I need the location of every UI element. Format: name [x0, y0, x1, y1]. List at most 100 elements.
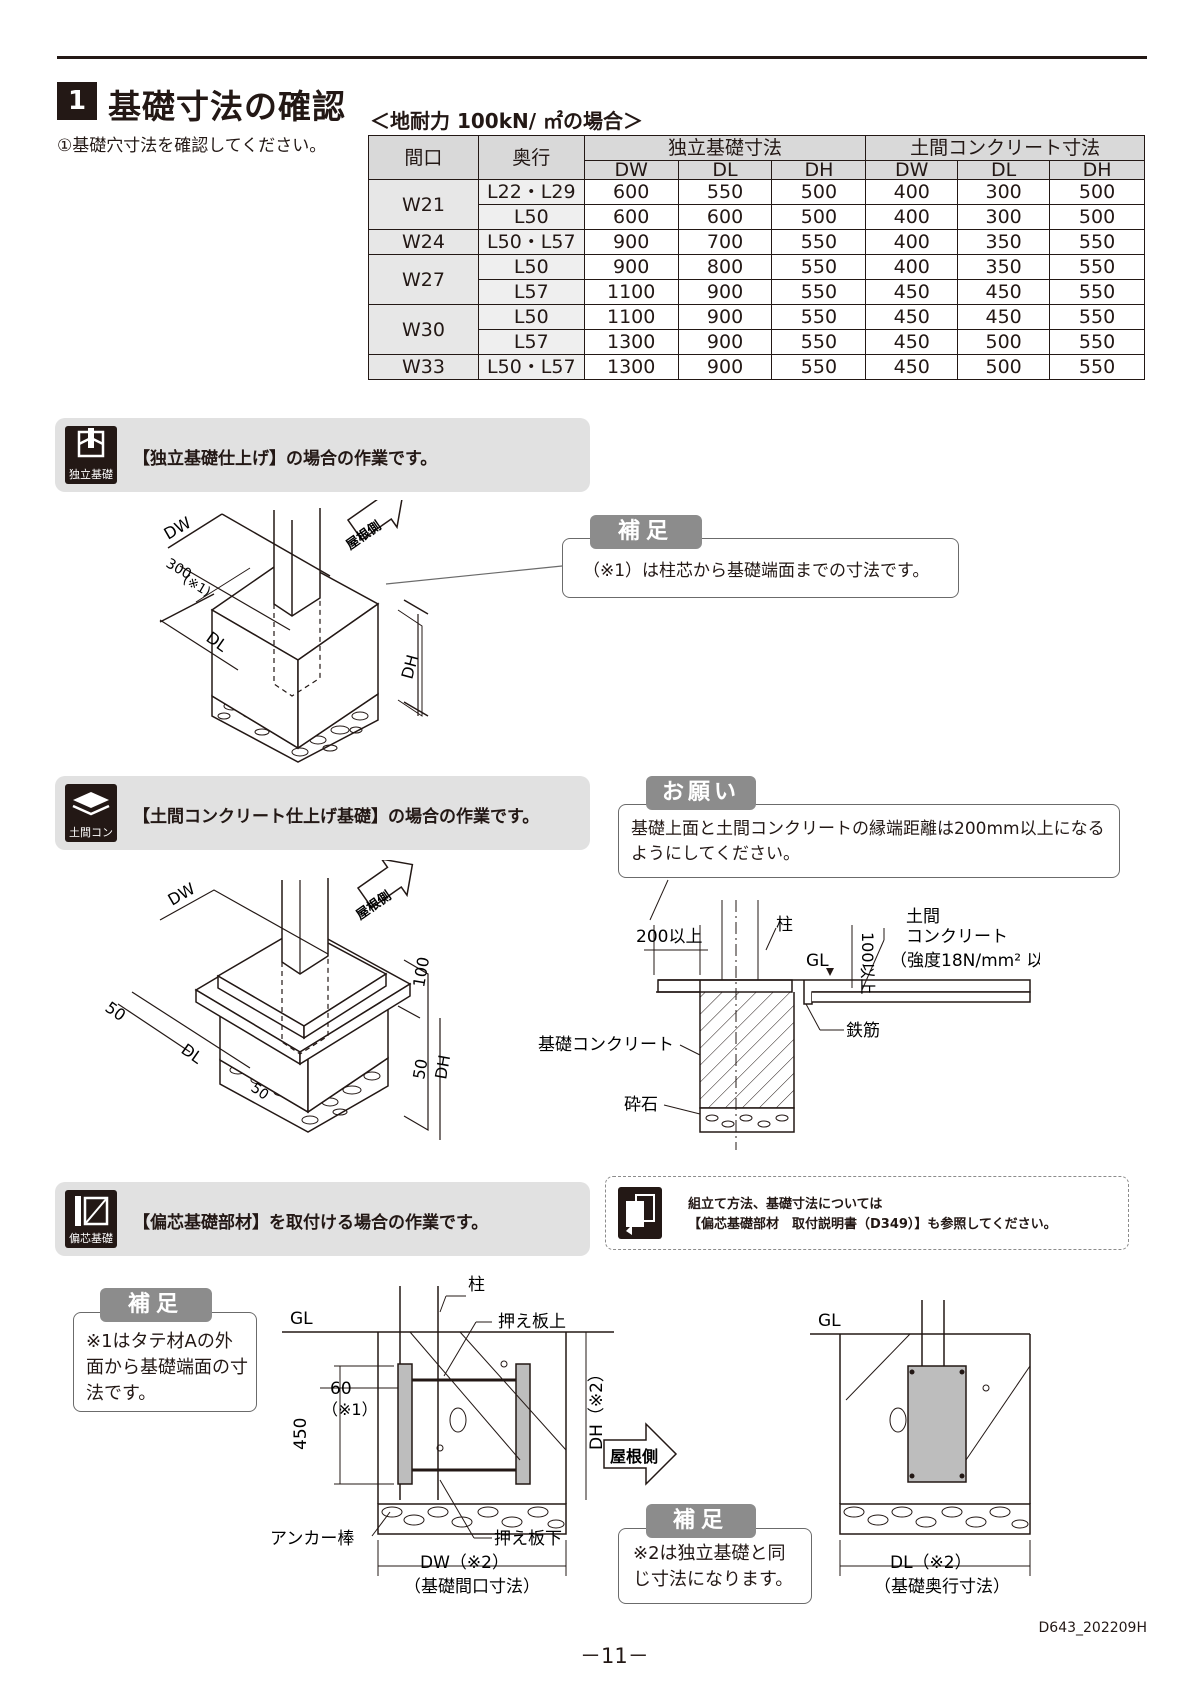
cell: 400	[865, 254, 959, 280]
icon-label: 独立基礎	[69, 468, 113, 481]
band-independent-foundation: 独立基礎 【独立基礎仕上げ】の場合の作業です。	[55, 418, 590, 492]
cell: 450	[957, 279, 1051, 305]
cell-frontage: W27	[368, 254, 479, 305]
cell: 450	[865, 304, 959, 330]
dim-dw: DW	[161, 513, 195, 544]
dim-dl-subtitle: （基礎奥行寸法）	[874, 1577, 1010, 1597]
cell: 350	[957, 254, 1051, 280]
cell-depth: L22・L29	[477, 179, 585, 205]
manual-icon	[618, 1187, 662, 1239]
cell: 450	[957, 304, 1051, 330]
cell: 550	[1049, 254, 1145, 280]
cell: 300	[957, 179, 1051, 205]
cell: 450	[865, 279, 959, 305]
cell-depth: L50	[477, 254, 585, 280]
cell: 500	[771, 179, 867, 205]
eccentric-foundation-diagram: 柱 GL 押え板上 60 （※1） 450 DH（※2） アンカー棒 押え板下 …	[270, 1275, 678, 1597]
subheader: DW	[865, 160, 959, 180]
subheader: DH	[771, 160, 867, 180]
icon-label: 土間コン	[69, 826, 113, 839]
cell: 1100	[583, 304, 679, 330]
cell: 900	[583, 254, 679, 280]
cell: 500	[1049, 179, 1145, 205]
subheader: DW	[583, 160, 679, 180]
slab-label-1: 土間	[906, 907, 940, 927]
document-code: D643_202209H	[1038, 1620, 1147, 1636]
slab-foundation-diagram: DW 屋根側 100 50 DL 50 50 DH	[102, 860, 454, 1140]
cell: 600	[583, 204, 679, 230]
table-row: L50 600 600 500 400 300 500	[369, 204, 1145, 230]
upper-plate-label: 押え板上	[498, 1312, 566, 1332]
cell-depth: L50・L57	[477, 229, 585, 255]
slab-foundation-icon: 土間コン	[65, 784, 117, 842]
header-independent: 独立基礎寸法	[583, 135, 867, 161]
cell: 550	[771, 304, 867, 330]
cell-depth: L57	[477, 279, 585, 305]
header-frontage: 間口	[368, 135, 479, 180]
header-slab: 土間コンクリート寸法	[865, 135, 1145, 161]
cell: 500	[771, 204, 867, 230]
cell-depth: L50	[477, 204, 585, 230]
cell: 550	[771, 354, 867, 380]
reference-line-1: 組立て方法、基礎寸法については	[688, 1197, 883, 1212]
anchor-rod-label: アンカー棒	[270, 1529, 354, 1549]
subheader: DH	[1049, 160, 1145, 180]
supplement-text: （※1）は柱芯から基礎端面までの寸法です。	[583, 561, 930, 581]
pillar-label: 柱	[776, 915, 793, 935]
foundation-concrete-label: 基礎コンクリート	[538, 1035, 674, 1055]
gravel-label: 砕石	[624, 1095, 658, 1115]
dim-450: 450	[291, 1418, 311, 1450]
cell: 500	[1049, 204, 1145, 230]
roof-side-label: 屋根側	[610, 1447, 658, 1466]
cell: 1100	[583, 279, 679, 305]
cell: 550	[1049, 329, 1145, 355]
cell: 900	[677, 304, 773, 330]
cell: 700	[677, 229, 773, 255]
cell: 550	[771, 279, 867, 305]
cell: 600	[677, 204, 773, 230]
request-text: 基礎上面と土間コンクリートの縁端距離は200mm以上になるようにしてください。	[631, 819, 1105, 864]
cell: 900	[677, 329, 773, 355]
cell-frontage: W30	[368, 304, 479, 355]
dim-200-min: 200以上	[636, 927, 702, 947]
band-text: 【土間コンクリート仕上げ基礎】の場合の作業です。	[133, 807, 540, 827]
cell: 550	[1049, 229, 1145, 255]
cell: 350	[957, 229, 1051, 255]
dim-50-right: 50	[409, 1057, 431, 1080]
cell: 1300	[583, 329, 679, 355]
table-row: W27 L50 900 800 550 400 350 550	[368, 254, 1145, 305]
cell: 550	[677, 179, 773, 205]
cell: 400	[865, 229, 959, 255]
cell: 900	[583, 229, 679, 255]
dim-dl: DL	[178, 1040, 206, 1068]
cell: 550	[771, 229, 867, 255]
cell-frontage: W33	[368, 354, 479, 380]
cell: 600	[583, 179, 679, 205]
cell: 500	[957, 354, 1051, 380]
gl-label: GL	[806, 951, 829, 971]
dim-dh: DH（※2）	[587, 1365, 607, 1450]
cell: 1300	[583, 354, 679, 380]
request-callout: 基礎上面と土間コンクリートの縁端距離は200mm以上になるようにしてください。	[618, 804, 1120, 878]
dim-60-note: （※1）	[322, 1400, 378, 1419]
supplement-text: ※2は独立基礎と同じ寸法になります。	[633, 1543, 794, 1590]
supplement-text: ※1はタテ材Aの外面から基礎端面の寸法です。	[86, 1331, 248, 1404]
reference-line-2: 【偏芯基礎部材 取付説明書（D349）】も参照してください。	[688, 1217, 1057, 1232]
cell: 400	[865, 204, 959, 230]
dim-note1: (※1)	[180, 572, 213, 600]
cell: 800	[677, 254, 773, 280]
cell: 550	[1049, 304, 1145, 330]
section-title: 基礎寸法の確認	[108, 87, 346, 126]
subheader: DL	[677, 160, 773, 180]
band-text: 【独立基礎仕上げ】の場合の作業です。	[133, 449, 438, 469]
foundation-size-table: 間口 奥行 独立基礎寸法 土間コンクリート寸法 DW DL DH DW DL D…	[368, 135, 1145, 380]
request-pill: お願い	[646, 776, 756, 810]
cell: 900	[677, 354, 773, 380]
pillar-label: 柱	[468, 1275, 485, 1295]
gl-label: GL	[818, 1311, 841, 1331]
supplement-callout-1: （※1）は柱芯から基礎端面までの寸法です。	[562, 538, 959, 598]
cell: 400	[865, 179, 959, 205]
dim-dw: DW	[165, 879, 199, 910]
slab-label-2: コンクリート	[906, 927, 1008, 947]
cell: 500	[957, 329, 1051, 355]
